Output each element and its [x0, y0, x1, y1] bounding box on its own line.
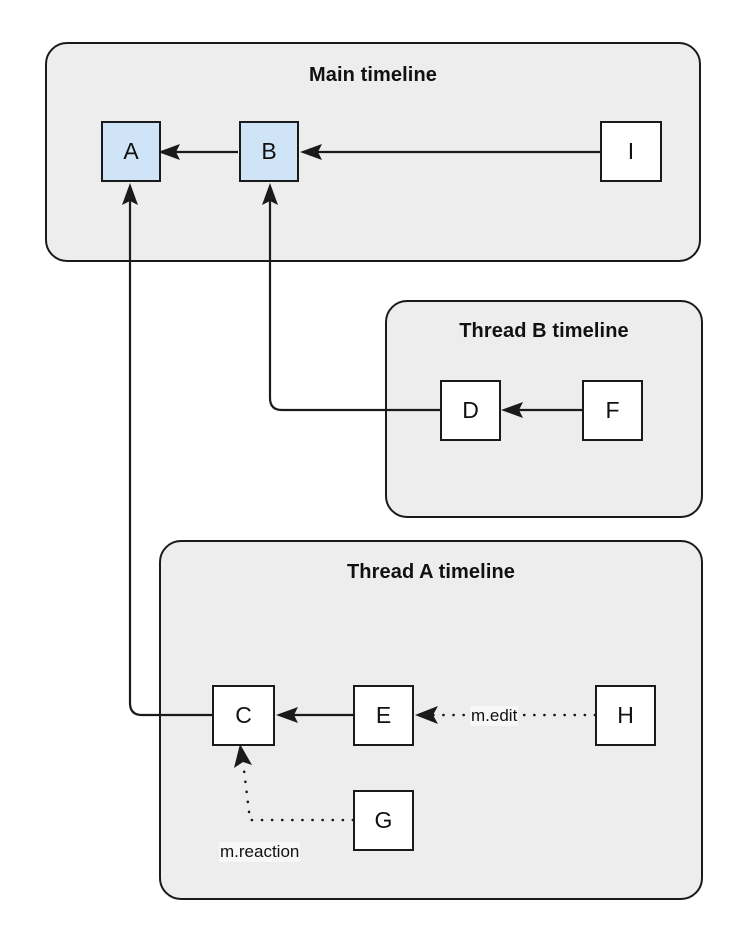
panel-thread-b-timeline-title: Thread B timeline [459, 320, 629, 342]
node-g[interactable]: G [353, 790, 414, 851]
node-h-label: H [617, 702, 634, 728]
node-e[interactable]: E [353, 685, 414, 746]
node-i-label: I [627, 138, 635, 164]
node-c-label: C [235, 702, 252, 728]
node-d-label: D [462, 397, 479, 423]
edge-label-m-reaction: m.reaction [219, 842, 301, 862]
node-i[interactable]: I [600, 121, 662, 182]
node-a[interactable]: A [101, 121, 161, 182]
panel-main-timeline-title: Main timeline [309, 64, 437, 86]
panel-thread-b-timeline: Thread B timeline [385, 300, 703, 518]
panel-thread-a-timeline-title: Thread A timeline [346, 561, 516, 583]
node-b-label: B [261, 138, 277, 164]
node-f-label: F [605, 397, 620, 423]
node-d[interactable]: D [440, 380, 501, 441]
edge-label-m-edit: m.edit [470, 706, 519, 726]
node-h[interactable]: H [595, 685, 656, 746]
node-e-label: E [375, 702, 392, 728]
node-g-label: G [374, 807, 393, 833]
node-a-label: A [123, 138, 139, 164]
node-b[interactable]: B [239, 121, 299, 182]
node-c[interactable]: C [212, 685, 275, 746]
node-f[interactable]: F [582, 380, 643, 441]
